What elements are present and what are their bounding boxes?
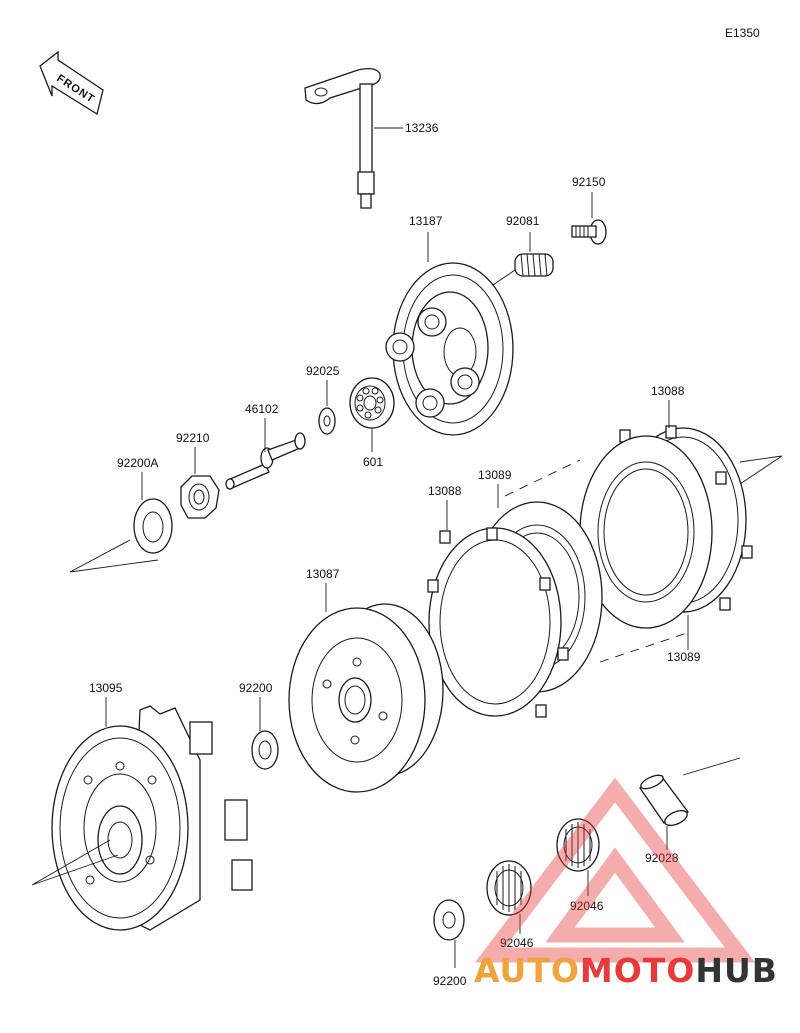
label-13088-mid: 13088 bbox=[428, 484, 462, 498]
part-13088-friction-plate-mid bbox=[427, 527, 569, 718]
diagram-code: E1350 bbox=[725, 26, 760, 40]
part-92046-needle-bearing-left bbox=[486, 860, 532, 916]
part-13187-pressure-plate bbox=[385, 262, 514, 436]
label-46102: 46102 bbox=[245, 402, 279, 416]
label-13087: 13087 bbox=[306, 567, 340, 581]
part-13087-clutch-hub bbox=[288, 603, 444, 793]
label-92046-right: 92046 bbox=[570, 899, 604, 913]
part-13236-release-shaft bbox=[304, 68, 381, 209]
label-92200A: 92200A bbox=[117, 456, 158, 470]
svg-text:AUTOMOTOHUB: AUTOMOTOHUB bbox=[474, 951, 778, 990]
watermark-triangle-logo bbox=[474, 777, 756, 963]
watermark-auto: AUTO bbox=[474, 951, 580, 990]
label-13187: 13187 bbox=[409, 214, 443, 228]
label-13095: 13095 bbox=[89, 681, 123, 695]
part-92028-sleeve bbox=[639, 774, 690, 826]
label-13089-mid: 13089 bbox=[478, 468, 512, 482]
part-601-bearing bbox=[349, 377, 395, 429]
watermark-hub: HUB bbox=[695, 951, 778, 990]
label-13088-top: 13088 bbox=[651, 384, 685, 398]
part-46102-push-rod bbox=[225, 432, 306, 490]
alignment-line-upper bbox=[504, 459, 581, 497]
label-92210: 92210 bbox=[176, 431, 210, 445]
part-92200-washer bbox=[251, 730, 279, 770]
part-13089-steel-plate-right bbox=[579, 435, 713, 629]
part-92081-spring bbox=[514, 253, 554, 277]
part-92025-washer bbox=[318, 407, 336, 435]
part-92200-washer-bottom bbox=[433, 899, 465, 941]
front-direction-indicator: FRONT bbox=[39, 50, 104, 116]
label-92200-bottom: 92200 bbox=[433, 974, 467, 988]
label-92025: 92025 bbox=[306, 364, 340, 378]
label-92200-washer: 92200 bbox=[239, 681, 273, 695]
part-92210-nut bbox=[180, 475, 220, 519]
label-92150: 92150 bbox=[572, 175, 606, 189]
label-92046-left: 92046 bbox=[500, 936, 534, 950]
watermark-moto: MOTO bbox=[580, 951, 695, 990]
label-601: 601 bbox=[363, 455, 383, 469]
part-92046-needle-bearing-right bbox=[556, 818, 600, 872]
automotohub-watermark: AUTOMOTOHUB bbox=[474, 777, 778, 990]
label-92081: 92081 bbox=[506, 214, 540, 228]
label-13236: 13236 bbox=[405, 121, 439, 135]
label-92028: 92028 bbox=[645, 851, 679, 865]
part-13095-clutch-housing bbox=[51, 705, 253, 931]
part-92150-bolt bbox=[571, 219, 607, 245]
label-13089-right: 13089 bbox=[667, 650, 701, 664]
part-92200A-washer bbox=[133, 498, 173, 554]
